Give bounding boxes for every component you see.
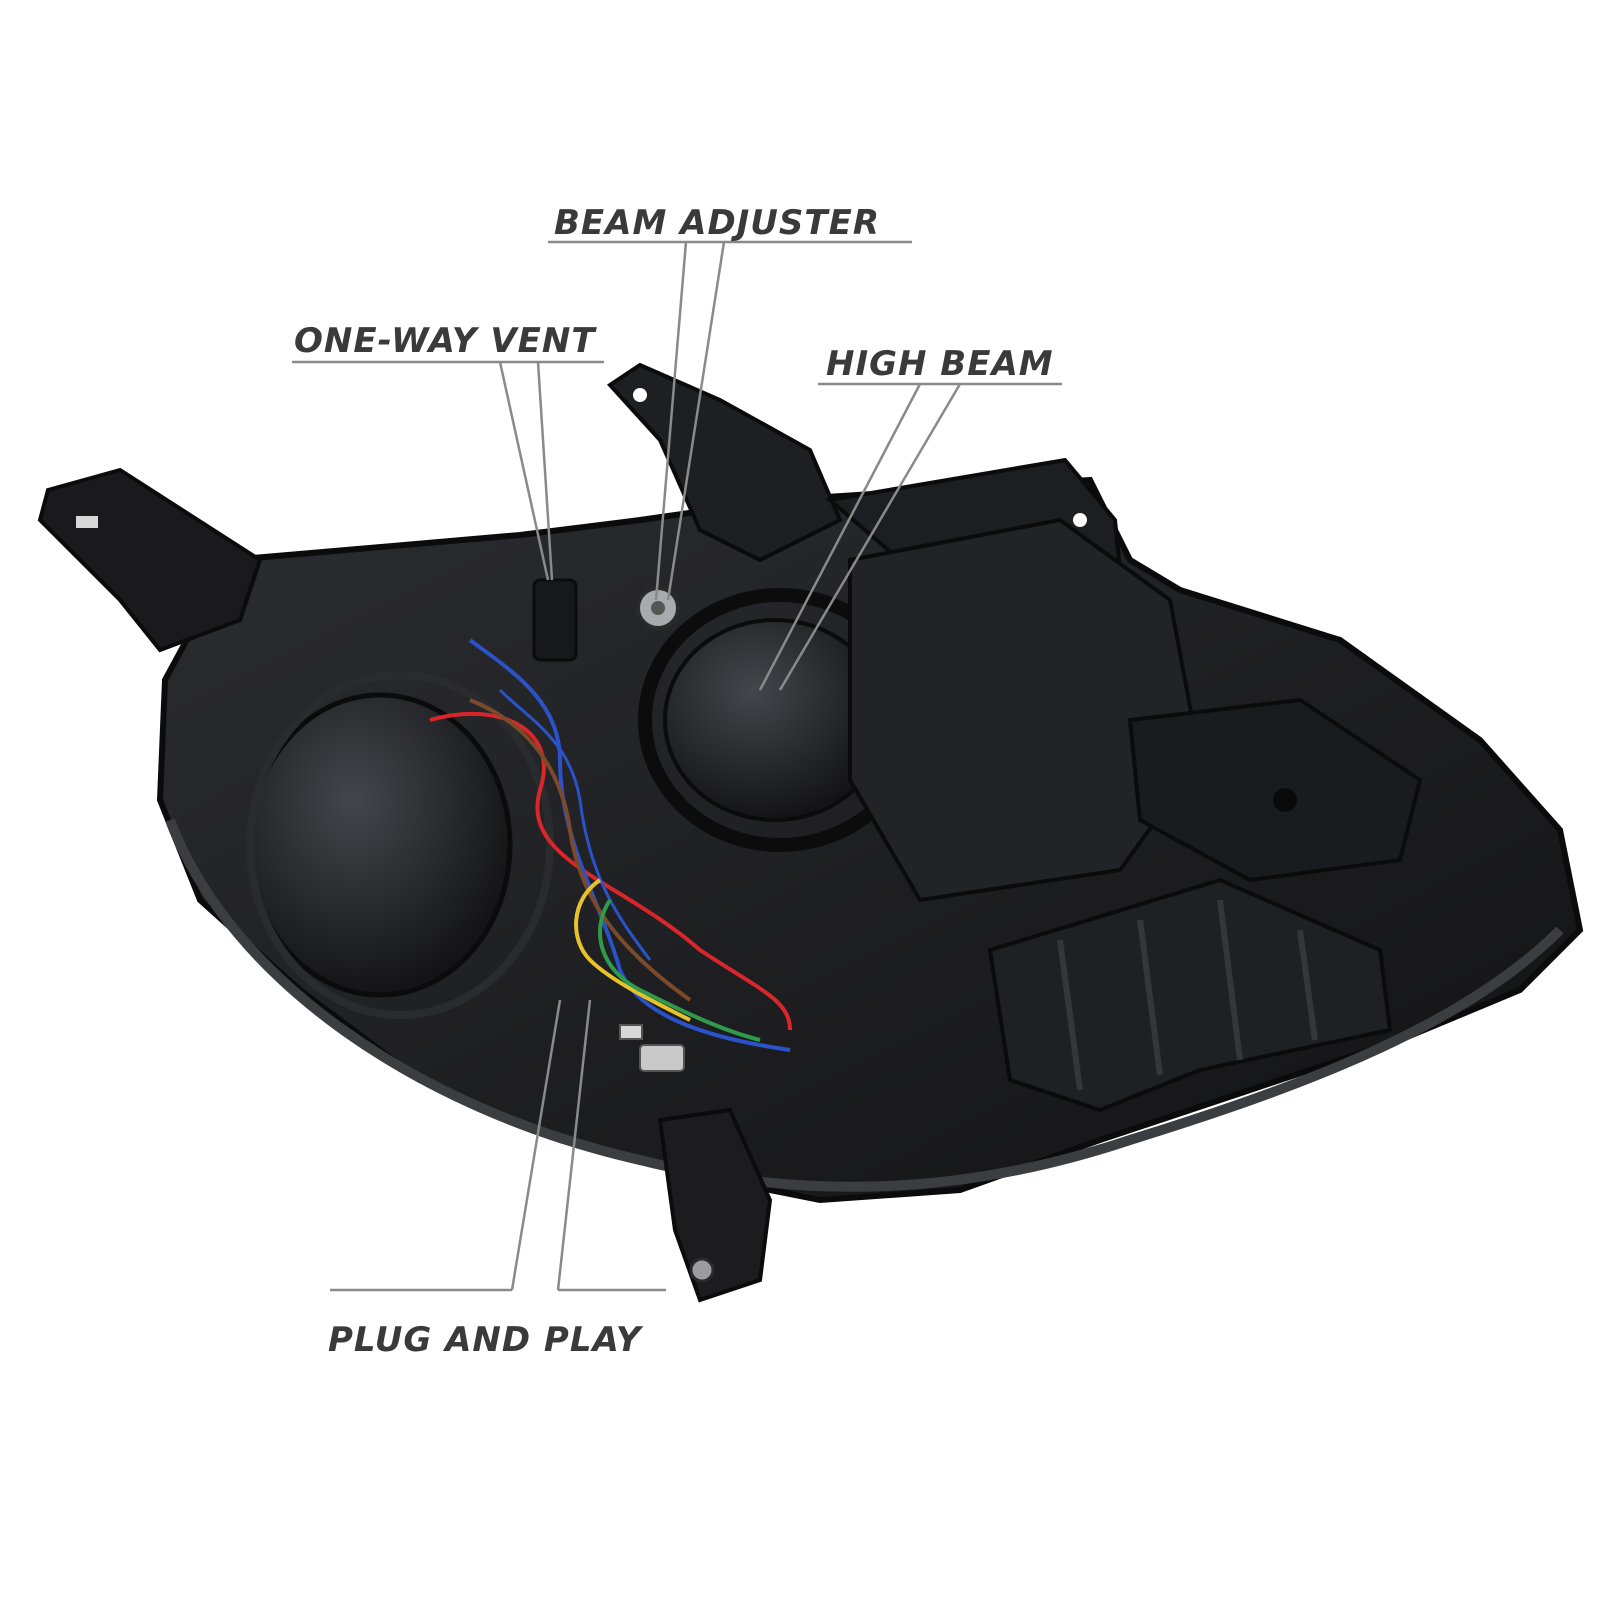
low-beam-ring	[246, 671, 554, 1019]
left-mount-tab	[37, 467, 263, 653]
plug-connector-2	[619, 1024, 643, 1040]
top-mount-arm	[606, 362, 843, 563]
wire-yellow	[574, 878, 691, 1022]
plug-and-play-label: PLUG AND PLAY	[328, 1320, 642, 1360]
plug-connector	[639, 1044, 685, 1072]
wire-brown	[469, 698, 692, 1002]
low-beam-cap	[247, 692, 513, 998]
bottom-mount-bracket	[657, 1107, 773, 1303]
wire-red	[429, 711, 792, 1031]
vent-block	[532, 578, 578, 662]
lens-rim	[165, 818, 1564, 1192]
rear-bracket	[1127, 697, 1423, 883]
right-mount-hole	[1073, 513, 1087, 527]
leader-one-way-vent	[292, 360, 604, 581]
signal-ribs	[1057, 899, 1318, 1091]
leader-plug-and-play	[330, 999, 666, 1292]
wire-green	[598, 898, 761, 1042]
leader-high-beam	[758, 382, 1062, 691]
wire-blue	[468, 638, 791, 1052]
beam-adjuster-label: BEAM ADJUSTER	[554, 203, 881, 243]
high-beam-label: HIGH BEAM	[826, 344, 1054, 384]
leader-beam-adjuster	[548, 240, 912, 601]
one-way-vent-label: ONE-WAY VENT	[294, 321, 596, 361]
signal-housing	[987, 877, 1393, 1113]
wire-blue-2	[498, 688, 652, 961]
bottom-mount-bolt	[689, 1257, 715, 1283]
leader-lines	[292, 240, 1062, 1292]
left-mount-label	[76, 516, 98, 528]
beam-adjuster-center	[651, 601, 665, 615]
top-mount-hole	[633, 388, 647, 402]
rear-bracket-hole	[1273, 788, 1297, 812]
